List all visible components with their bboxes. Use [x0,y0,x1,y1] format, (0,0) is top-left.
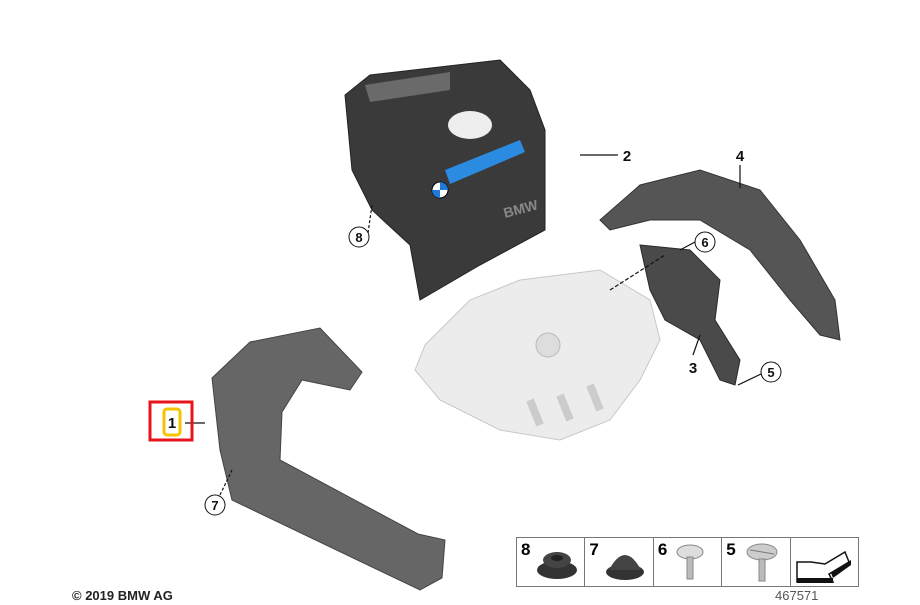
slotted-screw-icon [746,543,778,582]
bracket-part-3[interactable] [639,244,741,386]
diagram-number: 467571 [775,588,819,603]
parts-cell-8[interactable]: 8 [517,538,586,586]
parts-cell-5[interactable]: 5 [722,538,791,586]
callout-7[interactable]: 7 [211,498,218,513]
callout-5[interactable]: 5 [767,365,774,380]
rubber-mount-icon [606,555,645,580]
leader-lines [185,154,762,496]
acoustic-cover-part-1[interactable] [211,327,446,591]
small-parts-table: 8 7 6 5 [516,537,859,587]
part-number: 6 [657,540,668,559]
part-number: 5 [726,540,736,559]
callout-8[interactable]: 8 [355,230,362,245]
engine-cover-part-2[interactable]: BMW [344,59,546,301]
callout-1[interactable]: 1 [168,415,176,432]
heat-shield-part-4[interactable] [599,169,841,341]
callout-3[interactable]: 3 [689,360,697,377]
callout-4[interactable]: 4 [736,148,745,165]
parts-cell-7[interactable]: 7 [585,538,654,586]
grommet-icon [537,552,577,579]
part-number: 7 [589,540,599,559]
callout-1-highlight[interactable]: 1 [148,400,194,442]
copyright: © 2019 BMW AG [72,588,173,603]
engine-cylinder-head [414,269,661,441]
callout-2[interactable]: 2 [623,148,631,165]
part-number: 8 [521,540,531,559]
callout-6[interactable]: 6 [701,235,708,250]
torx-screw-icon [676,544,704,580]
arrow-icon [795,550,851,583]
parts-cell-arrow [791,538,858,586]
parts-cell-6[interactable]: 6 [654,538,723,586]
